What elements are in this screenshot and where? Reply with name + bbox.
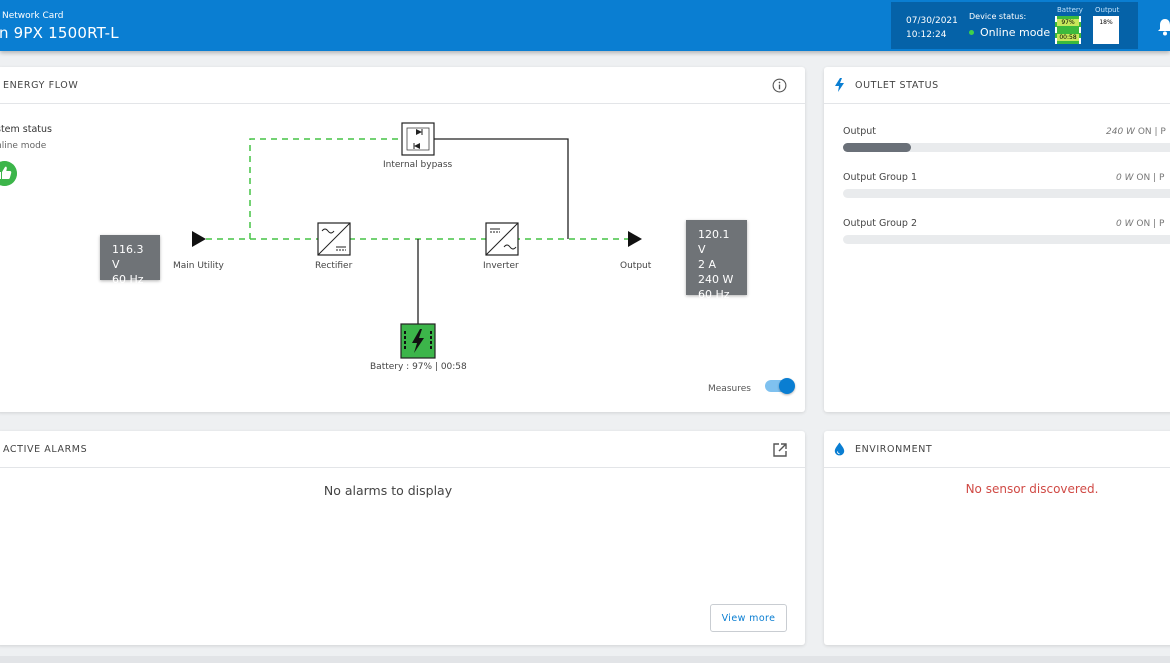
active-alarms-title: ACTIVE ALARMS — [3, 444, 88, 455]
output-label: Output — [620, 261, 652, 271]
rectifier-icon — [317, 222, 351, 256]
rectifier-label: Rectifier — [315, 261, 353, 271]
outlet-group1-power: 0 W — [1116, 173, 1134, 183]
outlet-group1-label: Output Group 1 — [843, 172, 918, 183]
input-frequency: 60 Hz — [112, 273, 144, 286]
bypass-switch-icon — [401, 122, 435, 156]
outlet-row-state: ON | P — [1137, 127, 1166, 137]
outlet-group2-value: 0 W ON | P — [1116, 219, 1164, 229]
outlet-group1-state: ON | P — [1136, 173, 1165, 183]
outlet-status-title: OUTLET STATUS — [855, 80, 939, 91]
inverter-icon — [485, 222, 519, 256]
system-mode-text: nline mode — [0, 141, 47, 151]
outlet-group2-state: ON | P — [1136, 219, 1165, 229]
header-subtitle: Network Card — [2, 11, 64, 21]
device-status-text: Online mode — [980, 26, 1051, 39]
environment-card: ENVIRONMENT No sensor discovered. — [824, 431, 1170, 645]
outlet-row-value: 240 W ON | P — [1106, 127, 1166, 137]
thumbs-up-icon — [0, 161, 17, 186]
output-mini-icon[interactable]: 18% — [1093, 16, 1119, 44]
device-title: n 9PX 1500RT-L — [0, 24, 119, 42]
main-utility-arrow-icon — [192, 231, 206, 247]
output-frequency: 60 Hz — [698, 288, 730, 301]
no-alarms-text: No alarms to display — [323, 483, 453, 498]
bell-icon[interactable] — [1157, 18, 1170, 36]
device-status-value: Online mode — [969, 26, 1050, 39]
output-mini-label: Output — [1095, 6, 1120, 14]
outlet-status-header: OUTLET STATUS — [824, 67, 1170, 104]
battery-mini-label: Battery — [1057, 6, 1083, 14]
bypass-flow-line — [249, 138, 402, 239]
outlet-row-label: Output — [843, 126, 876, 137]
output-current: 2 A — [698, 258, 717, 271]
outlet-group1-progress-bar — [843, 189, 1170, 198]
external-link-icon[interactable] — [772, 442, 788, 458]
outlet-group1-value: 0 W ON | P — [1116, 173, 1164, 183]
input-measures-box: 116.3 V 60 Hz — [100, 235, 160, 286]
battery-mini-pct: 97% — [1057, 19, 1079, 26]
measures-toggle-label: Measures — [708, 384, 751, 394]
input-voltage: 116.3 V — [112, 243, 144, 271]
outlet-group2-label: Output Group 2 — [843, 218, 918, 229]
outlet-progress-fill — [843, 143, 911, 152]
energy-flow-card: ENERGY FLOW stem status nline mode — [0, 67, 805, 412]
output-mini-pct: 18% — [1099, 19, 1113, 26]
energy-flow-title: ENERGY FLOW — [3, 80, 79, 91]
battery-icon — [400, 323, 436, 359]
top-header: Network Card n 9PX 1500RT-L 07/30/2021 1… — [0, 0, 1170, 51]
output-power: 240 W — [698, 273, 734, 286]
outlet-group2-progress-bar — [843, 235, 1170, 244]
energy-flow-header: ENERGY FLOW — [0, 67, 805, 104]
environment-title: ENVIRONMENT — [855, 444, 933, 455]
active-alarms-header: ACTIVE ALARMS — [0, 431, 805, 468]
status-dot-icon — [969, 29, 974, 35]
internal-bypass-label: Internal bypass — [383, 160, 453, 170]
system-status-label: stem status — [0, 124, 52, 135]
date-time: 07/30/2021 10:12:24 — [906, 14, 958, 42]
time-text: 10:12:24 — [906, 30, 947, 40]
main-utility-label: Main Utility — [173, 261, 224, 271]
active-alarms-card: ACTIVE ALARMS No alarms to display View … — [0, 431, 805, 645]
environment-header: ENVIRONMENT — [824, 431, 1170, 468]
measures-toggle[interactable] — [765, 378, 795, 394]
energy-flow-diagram — [192, 122, 642, 359]
output-arrow-icon — [628, 231, 642, 247]
bypass-out-line — [434, 138, 569, 239]
view-more-button[interactable]: View more — [710, 604, 787, 632]
outlet-row-power: 240 W — [1106, 127, 1135, 137]
output-voltage: 120.1 V — [698, 228, 730, 256]
outlet-group2-power: 0 W — [1116, 219, 1134, 229]
device-status-label: Device status: — [969, 12, 1027, 21]
toggle-knob — [779, 378, 795, 394]
drop-icon — [834, 442, 845, 456]
info-icon[interactable] — [772, 78, 787, 93]
outlet-progress-bar — [843, 143, 1170, 152]
bottom-strip — [0, 656, 1170, 663]
date-text: 07/30/2021 — [906, 16, 958, 26]
output-measures-box: 120.1 V 2 A 240 W 60 Hz — [686, 220, 747, 301]
battery-mini-icon[interactable]: 97% 00:58 — [1055, 16, 1081, 44]
lightning-icon — [835, 78, 844, 92]
outlet-status-card: OUTLET STATUS Output 240 W ON | P Output… — [824, 67, 1170, 412]
battery-label: Battery : 97% | 00:58 — [370, 362, 467, 372]
battery-mini-time: 00:58 — [1057, 34, 1079, 41]
inverter-label: Inverter — [483, 261, 519, 271]
no-sensor-text: No sensor discovered. — [965, 482, 1099, 496]
